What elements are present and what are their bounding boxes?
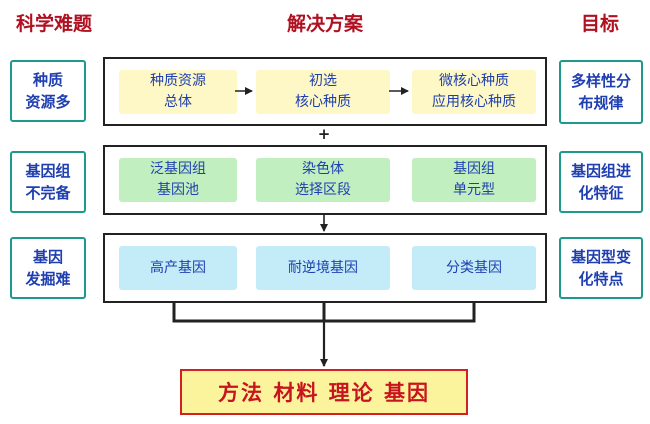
step-germplasm-population: 种质资源 总体 [119, 70, 237, 114]
step-mini-core-collection: 微核心种质 应用核心种质 [412, 70, 536, 114]
solution-panel-germplasm: 种质资源 总体 初选 核心种质 微核心种质 应用核心种质 [103, 57, 547, 126]
problem-box-genome: 基因组 不完备 [10, 151, 86, 213]
goal-label: 基因组进 化特征 [570, 162, 631, 202]
step-chromosome-region: 染色体 选择区段 [256, 158, 390, 202]
goal-box-diversity: 多样性分 布规律 [559, 60, 643, 124]
problem-label: 基因 发掘难 [25, 248, 71, 288]
goal-box-genotype: 基因型变 化特点 [559, 237, 643, 299]
solution-panel-genome: 泛基因组 基因池 染色体 选择区段 基因组 单元型 [103, 145, 547, 215]
solution-panel-genes: 高产基因 耐逆境基因 分类基因 [103, 233, 547, 303]
step-haplotype: 基因组 单元型 [412, 158, 536, 202]
step-classification-gene: 分类基因 [412, 246, 536, 290]
step-core-collection: 初选 核心种质 [256, 70, 390, 114]
step-high-yield-gene: 高产基因 [119, 246, 237, 290]
header-problems: 科学难题 [15, 13, 92, 35]
plus-connector: + [317, 125, 331, 143]
goal-label: 基因型变 化特点 [570, 248, 631, 288]
problem-label: 基因组 不完备 [25, 162, 71, 202]
step-pan-genome: 泛基因组 基因池 [119, 158, 237, 202]
goal-box-evolution: 基因组进 化特征 [559, 151, 643, 213]
merge-connector [172, 303, 476, 323]
header-goals: 目标 [580, 13, 619, 35]
step-stress-tolerance-gene: 耐逆境基因 [256, 246, 390, 290]
problem-box-germplasm: 种质 资源多 [10, 60, 86, 122]
goal-label: 多样性分 布规律 [570, 72, 631, 112]
header-solutions: 解决方案 [286, 13, 363, 35]
problem-box-gene-mining: 基因 发掘难 [10, 237, 86, 299]
result-box: 方法 材料 理论 基因 [180, 369, 468, 415]
problem-label: 种质 资源多 [25, 71, 71, 111]
